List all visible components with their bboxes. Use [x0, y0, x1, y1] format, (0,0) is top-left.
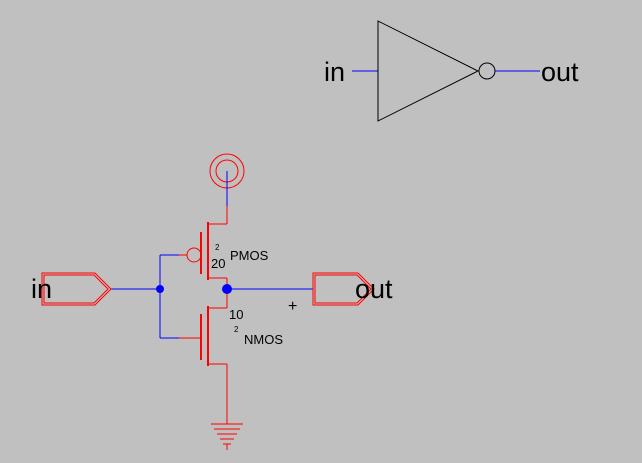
vdd-icon[interactable]: [209, 153, 245, 189]
nmos-length-label: 2: [234, 325, 239, 334]
cursor-crosshair-icon: +: [288, 298, 297, 315]
output-pin[interactable]: out: [312, 272, 393, 306]
input-pin-label: in: [31, 274, 52, 304]
nmos-width-label: 10: [229, 307, 243, 322]
pmos-width-label: 20: [211, 256, 225, 271]
input-pin-shape: [41, 272, 112, 306]
output-node-dot: [222, 284, 232, 294]
nmos-transistor[interactable]: 10 2 NMOS: [179, 289, 283, 400]
pmos-transistor[interactable]: 2 20 PMOS: [179, 206, 269, 289]
input-pin[interactable]: in: [31, 272, 112, 306]
inverter-triangle: [377, 20, 480, 122]
ground-icon[interactable]: [211, 400, 243, 450]
symbol-out-label: out: [541, 57, 579, 87]
inverter-symbol[interactable]: in out: [324, 20, 579, 122]
output-wiring: [222, 284, 313, 294]
gate-wiring: [111, 254, 179, 339]
pmos-name-label: PMOS: [230, 248, 269, 263]
output-pin-label: out: [355, 274, 393, 304]
nmos-name-label: NMOS: [244, 332, 283, 347]
output-pin-shape: [312, 272, 375, 306]
pmos-length-label: 2: [215, 243, 220, 252]
pmos-gate-bubble: [186, 247, 202, 263]
input-pin-inner: [43, 274, 109, 304]
input-node-dot: [156, 285, 164, 293]
output-pin-inner: [314, 274, 372, 304]
inverter-bubble: [478, 62, 496, 80]
symbol-in-label: in: [324, 57, 345, 87]
